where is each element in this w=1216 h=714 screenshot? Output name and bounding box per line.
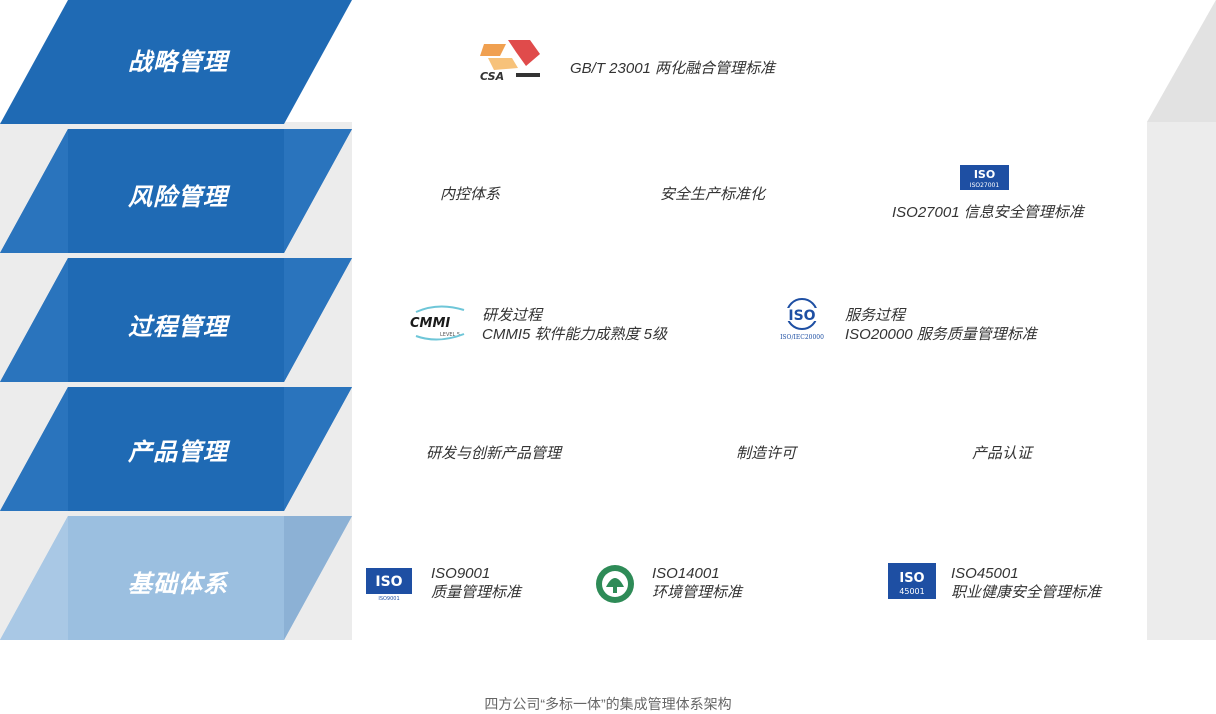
layer-shapes [0,0,352,640]
layer-label-risk: 风险管理 [128,184,228,211]
layer-label-process: 过程管理 [128,314,228,341]
iso27001-logo-text: ISO [974,168,995,181]
layer-shape-strategy [0,0,352,124]
layer-shape-foundation [0,516,352,640]
iso45001-logo-text: ISO [899,571,924,586]
iso9001-logo-icon: ISO ISO9001 [364,566,414,602]
cmmi-logo-sub: LEVEL 5 [440,332,460,338]
layer-shape-risk [0,129,352,253]
iso9001-logo-sub: ISO9001 [378,596,399,602]
environment-cert-logo-icon [596,565,634,603]
cmmi-logo-icon: CMMI LEVEL 5 [410,305,465,341]
risk-item-iso27001: ISO27001 信息安全管理标准 [892,204,1084,221]
iso45001-logo-sub: 45001 [899,587,924,596]
process-cmmi-line2: CMMI5 软件能力成熟度 5级 [482,326,668,343]
process-iso-line1: 服务过程 [845,307,906,324]
iso27001-logo-icon: ISO ISO27001 [960,165,1009,190]
foundation-iso9001-line2: 质量管理标准 [431,584,522,601]
risk-item-safety-standard: 安全生产标准化 [660,186,766,203]
product-item-license: 制造许可 [736,445,797,462]
csa-logo-icon: CSA [480,40,540,83]
layer-shape-product [0,387,352,511]
foundation-iso45001-line1: ISO45001 [951,565,1019,582]
foundation-iso14001-line1: ISO14001 [652,565,720,582]
cmmi-logo-text: CMMI [410,316,450,331]
figure-caption: 四方公司“多标一体”的集成管理体系架构 [484,696,732,712]
iso27001-logo-sub: ISO27001 [970,182,1000,189]
foundation-iso9001-line1: ISO9001 [431,565,491,582]
layer-label-foundation: 基础体系 [128,571,228,598]
layer-shape-process [0,258,352,382]
process-cmmi-line1: 研发过程 [482,307,543,324]
iso9001-logo-text: ISO [375,574,402,590]
content-panel [352,0,1147,640]
iso20000-logo-icon: ISO ISO/IEC20000 [780,298,824,341]
foundation-iso45001-line2: 职业健康安全管理标准 [951,584,1102,601]
layer-label-strategy: 战略管理 [128,49,228,76]
product-item-rd: 研发与创新产品管理 [426,445,562,462]
csa-logo-text: CSA [480,70,504,83]
iso45001-logo-icon: ISO 45001 [888,563,936,599]
product-item-certification: 产品认证 [972,445,1033,462]
foundation-iso14001-line2: 环境管理标准 [652,584,743,601]
process-iso-line2: ISO20000 服务质量管理标准 [845,326,1037,343]
iso20000-logo-sub: ISO/IEC20000 [780,334,824,341]
strategy-standard: GB/T 23001 两化融合管理标准 [570,60,776,77]
iso20000-logo-text: ISO [788,308,815,324]
layer-label-product: 产品管理 [128,439,228,466]
risk-item-internal-control: 内控体系 [440,186,501,203]
